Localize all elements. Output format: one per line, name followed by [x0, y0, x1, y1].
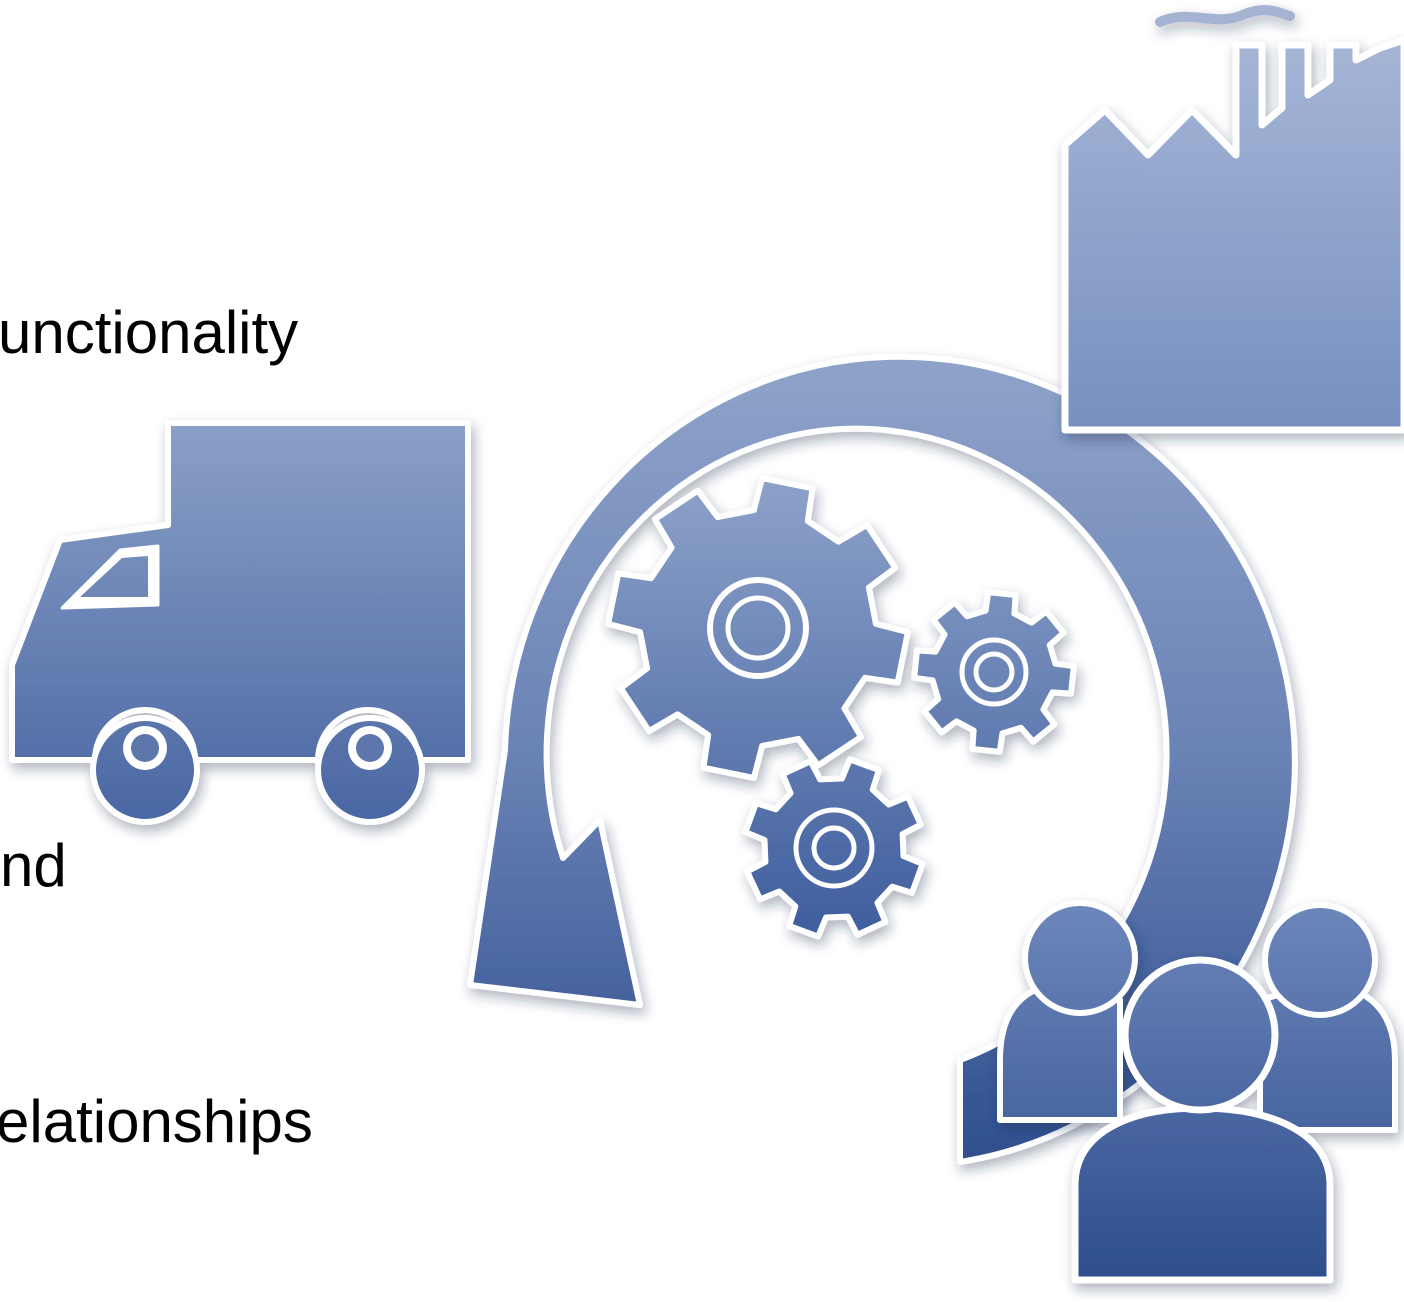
- cycle-arrow-icon: [467, 353, 1298, 1165]
- text-line-functionality: unctionality: [0, 299, 299, 366]
- factory-icon: [1061, 5, 1404, 434]
- delivery-truck-icon: [9, 420, 471, 825]
- text-line-and: nd: [0, 832, 67, 899]
- text-line-relationships: elationships: [0, 1088, 313, 1155]
- people-group-icon: [997, 900, 1398, 1284]
- gears-icon: [605, 475, 1077, 940]
